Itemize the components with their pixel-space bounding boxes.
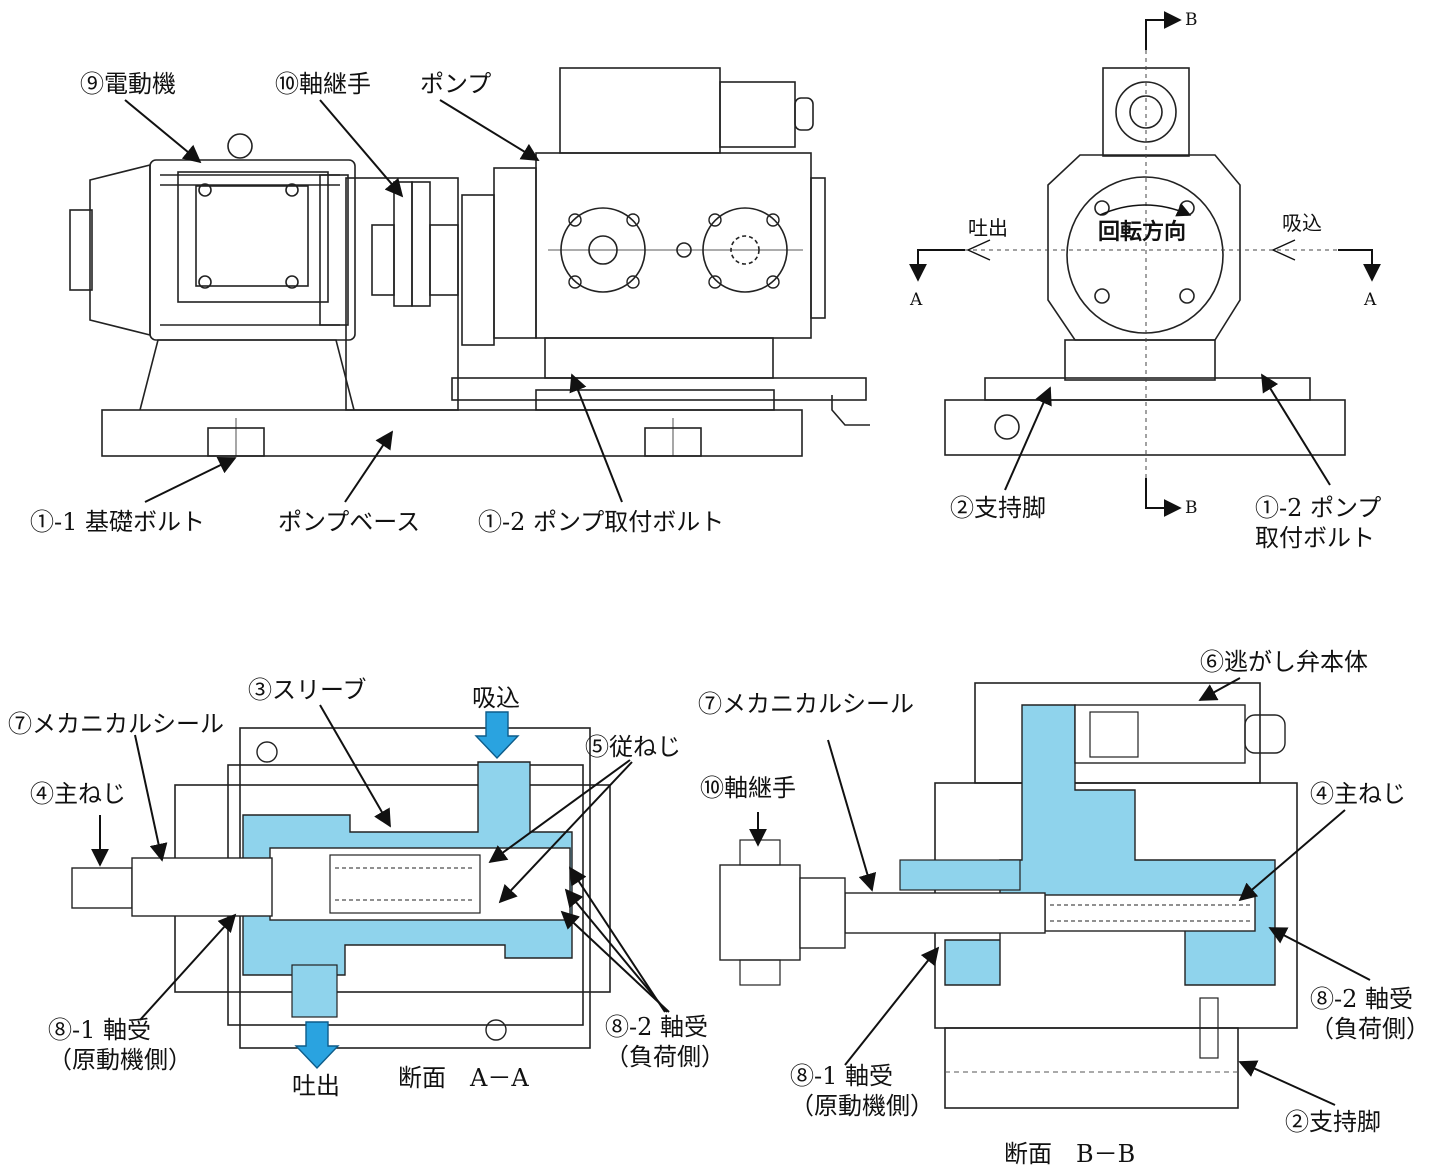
label-bb-bearing-2b: （負荷側） xyxy=(1310,1015,1430,1043)
label-pump-mount-bolt: ①-2 ポンプ取付ボルト xyxy=(478,508,725,536)
label-aa-bearing-2b: （負荷側） xyxy=(605,1043,725,1071)
section-bb-drawing xyxy=(719,682,1298,1109)
section-bb-leaders xyxy=(749,677,1371,1106)
pump-body-shape xyxy=(535,152,812,339)
label-bb-support-leg: ②支持脚 xyxy=(1285,1108,1381,1136)
coupling-shape xyxy=(371,224,395,296)
label-rotation-direction: 回転方向 xyxy=(1098,220,1187,245)
label-side-mount-bolt-1: ①-2 ポンプ xyxy=(1255,494,1382,522)
label-section-b-bottom: B xyxy=(1185,498,1198,518)
label-side-suction: 吸込 xyxy=(1282,211,1322,235)
label-bb-mech-seal: ⑦メカニカルシール xyxy=(698,690,914,718)
label-aa-bearing-1b: （原動機側） xyxy=(48,1046,192,1074)
label-motor: ⑨電動機 xyxy=(80,70,176,98)
label-aa-suction: 吸込 xyxy=(472,684,520,712)
label-aa-idler-screw: ⑤従ねじ xyxy=(585,733,681,761)
side-pump-body-shape xyxy=(1047,154,1241,341)
label-pump: ポンプ xyxy=(420,70,492,98)
label-aa-bearing-1a: ⑧-1 軸受 xyxy=(48,1016,152,1044)
caption-section-aa: 断面 A－A xyxy=(398,1064,529,1092)
label-side-support-leg: ②支持脚 xyxy=(950,494,1046,522)
label-bb-bearing-1a: ⑧-1 軸受 xyxy=(790,1062,894,1090)
label-aa-bearing-2a: ⑧-2 軸受 xyxy=(605,1013,709,1041)
label-aa-discharge: 吐出 xyxy=(292,1072,340,1100)
label-side-mount-bolt-2: 取付ボルト xyxy=(1255,524,1375,552)
section-aa-drawing xyxy=(71,711,611,1070)
side-view-drawing xyxy=(944,67,1346,456)
aa-suction-arrow xyxy=(474,711,520,760)
label-bb-main-screw: ④主ねじ xyxy=(1310,780,1406,808)
front-view-leaders xyxy=(124,99,623,503)
front-view-drawing xyxy=(69,67,870,457)
label-pump-base: ポンプベース xyxy=(278,508,421,536)
side-view-section-markers xyxy=(909,11,1381,517)
pump-base-shape xyxy=(101,409,803,457)
motor-body-shape xyxy=(89,163,151,337)
side-view-centerlines xyxy=(965,50,1345,485)
label-bb-relief-valve: ⑥逃がし弁本体 xyxy=(1200,648,1368,676)
label-side-discharge: 吐出 xyxy=(968,216,1008,240)
label-foundation-bolt: ①-1 基礎ボルト xyxy=(30,508,206,536)
label-aa-sleeve: ③スリーブ xyxy=(248,676,367,704)
label-aa-main-screw: ④主ねじ xyxy=(30,780,126,808)
aa-discharge-arrow xyxy=(294,1021,340,1070)
label-bb-bearing-1b: （原動機側） xyxy=(790,1092,934,1120)
label-coupling: ⑩軸継手 xyxy=(275,70,371,98)
label-section-a-left: A xyxy=(910,290,923,310)
label-section-a-right: A xyxy=(1364,290,1377,310)
label-aa-mech-seal: ⑦メカニカルシール xyxy=(8,710,224,738)
section-aa-leaders xyxy=(91,704,670,1021)
label-bb-bearing-2a: ⑧-2 軸受 xyxy=(1310,985,1414,1013)
label-bb-coupling: ⑩軸継手 xyxy=(700,774,796,802)
label-section-b-top: B xyxy=(1185,10,1198,30)
caption-section-bb: 断面 B－B xyxy=(1004,1140,1136,1168)
